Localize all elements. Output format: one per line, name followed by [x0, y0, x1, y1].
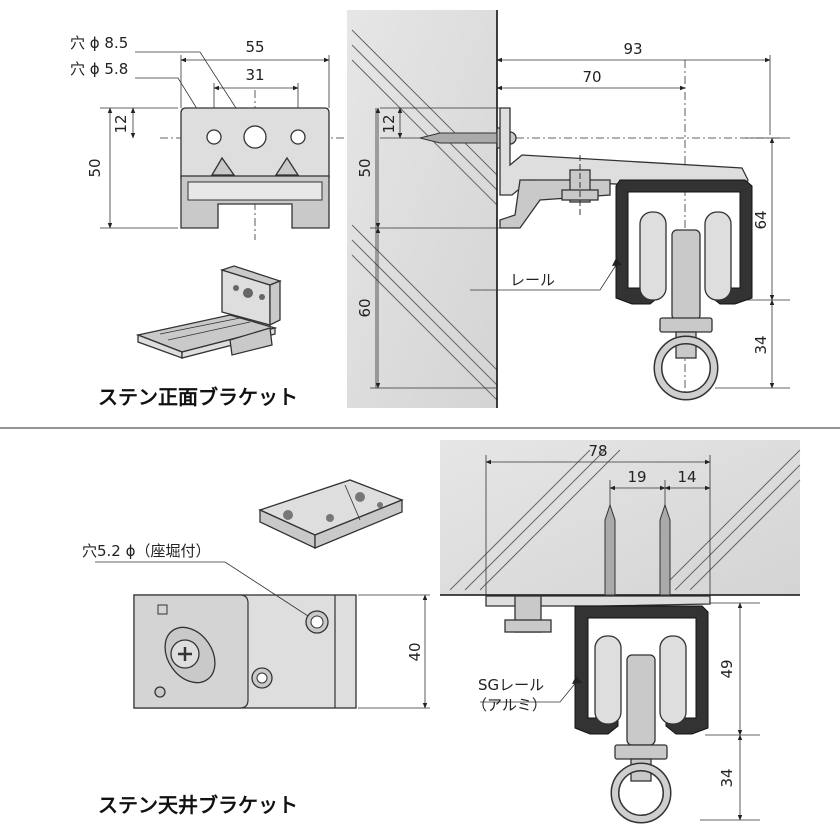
dim-height-lower: 60 — [356, 298, 374, 317]
dim-hanger-height: 34 — [752, 335, 770, 354]
dim-depth-rail: 70 — [582, 68, 601, 86]
side-dim-labels-top: 93 70 12 50 60 64 34 レール — [356, 40, 770, 355]
dim-plate-height: 40 — [406, 642, 424, 661]
front-bracket-photo — [135, 265, 282, 359]
plate-labels: 穴5.2 ϕ（座堀付） 40 — [82, 542, 424, 662]
rail-label: レール — [510, 271, 555, 289]
dim-depth-total: 93 — [623, 40, 642, 58]
dim-offset-a: 19 — [627, 468, 646, 486]
front-bracket-view — [100, 51, 345, 240]
dim-rail-height: 64 — [752, 210, 770, 229]
dim-offset-b: 14 — [677, 468, 696, 486]
dim-height-offset: 12 — [112, 114, 130, 133]
dim-width-outer: 55 — [245, 38, 264, 56]
dim-height-upper: 50 — [356, 158, 374, 177]
hole-small-label: 穴 ϕ 5.8 — [70, 60, 128, 78]
dim-sg-hanger-height: 34 — [718, 768, 736, 787]
dim-height-total: 50 — [86, 158, 104, 177]
front-dim-labels: 55 31 12 50 穴 ϕ 8.5 穴 ϕ 5.8 — [70, 34, 265, 178]
dim-width-inner: 31 — [245, 66, 264, 84]
ceiling-bracket-caption: ステン天井ブラケット — [98, 793, 298, 817]
ceiling-bracket-photo — [258, 479, 404, 550]
hole-large-label: 穴 ϕ 8.5 — [70, 34, 128, 52]
side-view-top — [347, 10, 790, 408]
dim-side-offset: 12 — [380, 114, 398, 133]
dim-width-total: 78 — [588, 442, 607, 460]
front-bracket-caption: ステン正面ブラケット — [98, 385, 298, 409]
ceiling-plate-view — [95, 561, 430, 709]
dim-sg-rail-height: 49 — [718, 659, 736, 678]
hole-label: 穴5.2 ϕ（座堀付） — [82, 542, 211, 560]
sg-rail-label: SGレール — [478, 676, 544, 694]
side-view-bottom — [440, 440, 801, 824]
sg-rail-material-label: （アルミ） — [472, 696, 547, 714]
side-dim-labels-bottom: 78 19 14 49 34 SGレール （アルミ） — [472, 442, 736, 788]
